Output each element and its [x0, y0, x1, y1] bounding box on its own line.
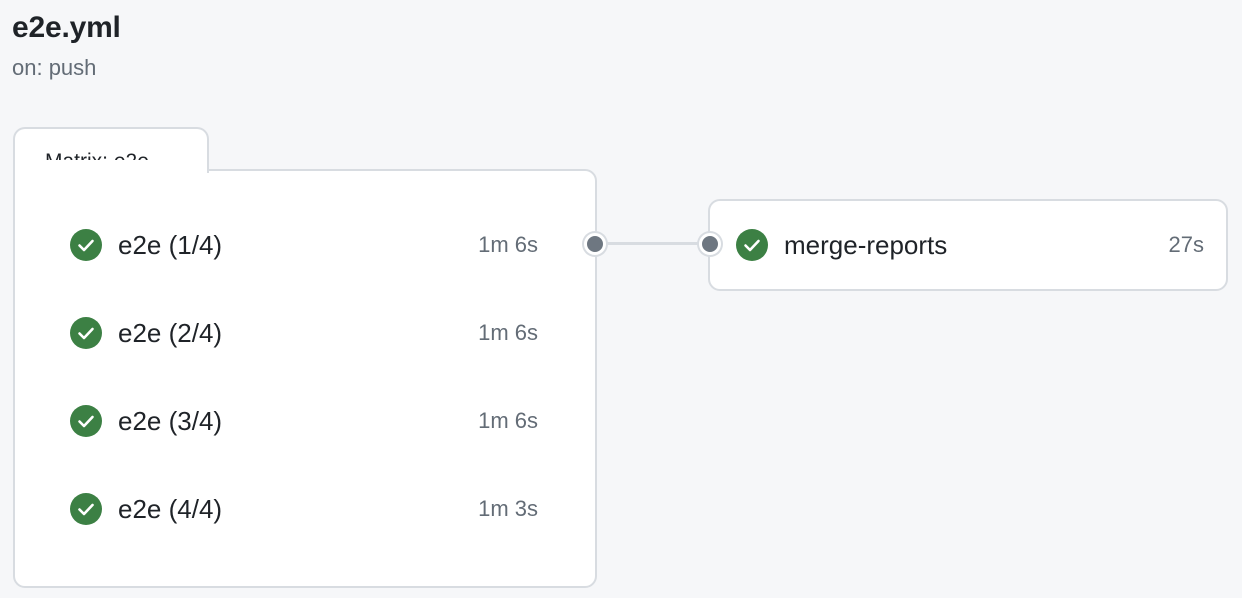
job-name: e2e (3/4): [118, 406, 223, 436]
job-row-merge-reports[interactable]: merge-reports 27s: [736, 228, 1204, 262]
workflow-title: e2e.yml: [12, 11, 121, 44]
matrix-group: [13, 169, 597, 588]
job-name: e2e (4/4): [118, 494, 223, 524]
matrix-tab-join: [15, 160, 203, 174]
connector-line: [595, 242, 709, 245]
check-circle-icon: [70, 493, 102, 525]
job-name: merge-reports: [784, 230, 948, 260]
job-row-e2e-2[interactable]: e2e (2/4) 1m 6s: [70, 316, 540, 350]
job-row-e2e-3[interactable]: e2e (3/4) 1m 6s: [70, 404, 540, 438]
connector-dot-out: [584, 233, 606, 255]
check-circle-icon: [736, 229, 768, 261]
job-row-e2e-4[interactable]: e2e (4/4) 1m 3s: [70, 492, 540, 526]
workflow-trigger: on: push: [12, 55, 97, 80]
connector-dot-in: [699, 233, 721, 255]
check-circle-icon: [70, 229, 102, 261]
job-duration: 1m 6s: [478, 232, 538, 257]
job-duration: 1m 3s: [478, 496, 538, 521]
job-row-e2e-1[interactable]: e2e (1/4) 1m 6s: [70, 228, 540, 262]
job-duration: 1m 6s: [478, 320, 538, 345]
job-name: e2e (2/4): [118, 318, 223, 348]
workflow-header: e2e.yml on: push: [12, 10, 121, 82]
job-name: e2e (1/4): [118, 230, 223, 260]
merge-reports-card: merge-reports 27s: [708, 199, 1228, 291]
job-duration: 27s: [1168, 232, 1204, 257]
check-circle-icon: [70, 405, 102, 437]
job-duration: 1m 6s: [478, 408, 538, 433]
check-circle-icon: [70, 317, 102, 349]
